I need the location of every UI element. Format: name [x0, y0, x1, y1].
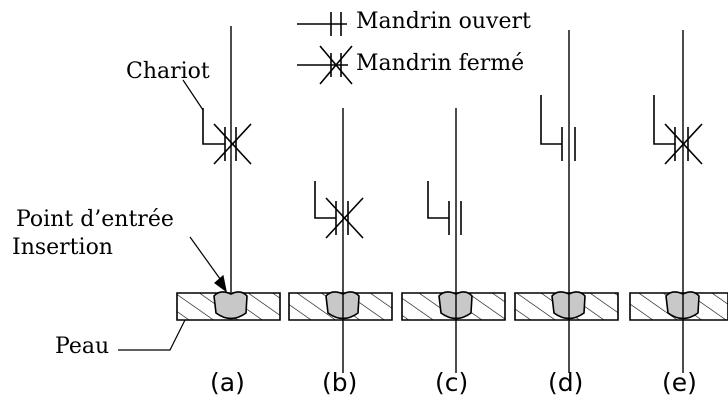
stage-c-carriage	[428, 181, 461, 235]
carriage-leader	[183, 80, 203, 110]
stage-caption-c: (c)	[435, 368, 469, 397]
needles	[231, 26, 683, 373]
legend-closed-chuck-icon	[297, 46, 352, 84]
carriage-label: Chariot	[126, 59, 210, 84]
entry-point-arrow	[190, 237, 226, 291]
skin-label: Peau	[55, 334, 110, 359]
stage-caption-d: (d)	[548, 368, 584, 397]
legend-open-chuck-label: Mandrin ouvert	[356, 9, 531, 34]
insertion-sites	[214, 292, 699, 319]
stage-d-carriage	[541, 95, 575, 161]
stage-a-carriage	[203, 108, 251, 164]
skin-leader	[118, 320, 185, 350]
legend-closed-chuck-label: Mandrin fermé	[356, 51, 525, 76]
entry-point-label: Point d’entrée	[16, 207, 174, 232]
stage-caption-b: (b)	[322, 368, 358, 397]
stage-b-carriage	[315, 181, 363, 238]
insertion-label: Insertion	[12, 235, 113, 260]
stage-caption-e: (e)	[662, 368, 697, 397]
stage-caption-a: (a)	[210, 368, 245, 397]
legend-open-chuck-icon	[297, 12, 347, 36]
stage-e-carriage	[654, 95, 702, 164]
